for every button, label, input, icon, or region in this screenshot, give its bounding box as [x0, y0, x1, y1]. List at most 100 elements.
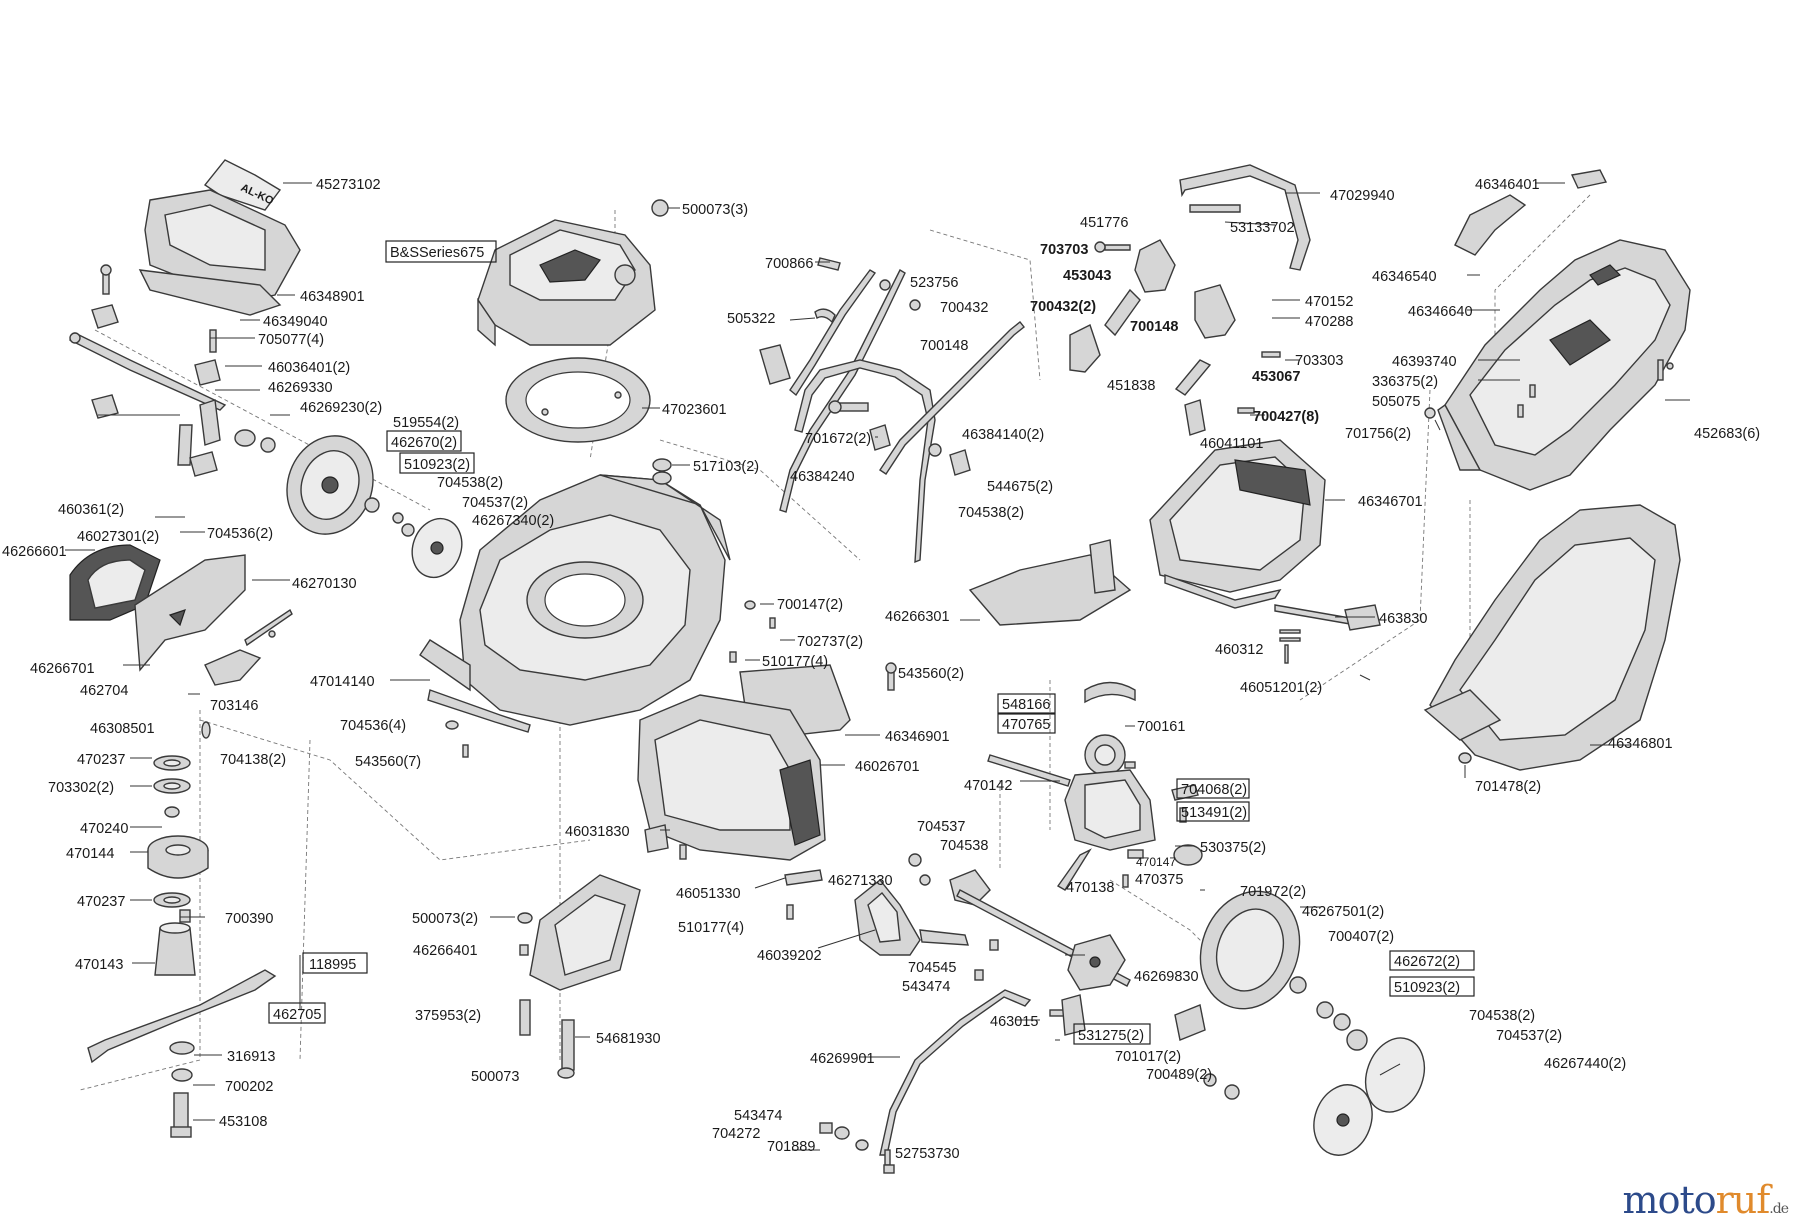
label-704538-mid2: 704538 — [940, 838, 988, 854]
label-701756: 701756(2) — [1345, 426, 1411, 442]
grass-catcher — [1423, 169, 1691, 771]
label-700407: 700407(2) — [1328, 929, 1394, 945]
blade — [87, 969, 277, 1064]
label-46270130: 46270130 — [292, 576, 357, 592]
label-505322: 505322 — [727, 311, 775, 327]
label-46346701: 46346701 — [1358, 494, 1423, 510]
label-700148-right: 700148 — [1130, 319, 1178, 335]
label-463015: 463015 — [990, 1014, 1038, 1030]
grass-box-lid — [1149, 439, 1326, 609]
bail-47029940 — [1179, 164, 1311, 271]
label-47014140: 47014140 — [310, 674, 375, 690]
belt-548166 — [1084, 681, 1136, 704]
label-46266301: 46266301 — [885, 609, 950, 625]
label-700432-2: 700432(2) — [1030, 299, 1096, 315]
assembly-guide-lines — [79, 194, 1591, 1091]
label-500073: 500073 — [471, 1069, 519, 1085]
label-700161: 700161 — [1137, 719, 1185, 735]
label-451838: 451838 — [1107, 378, 1155, 394]
label-470288: 470288 — [1305, 314, 1353, 330]
label-46269901: 46269901 — [810, 1051, 875, 1067]
flap-46308501 — [204, 649, 262, 686]
control-bar — [1069, 164, 1311, 436]
label-boxes — [268, 240, 1475, 1045]
label-462672: 462672(2) — [1394, 954, 1460, 970]
gearbox-assembly — [987, 681, 1203, 891]
label-46051201: 46051201(2) — [1240, 680, 1322, 696]
label-46346640: 46346640 — [1408, 304, 1473, 320]
label-47023601: 47023601 — [662, 402, 727, 418]
handle-cover-46346540 — [1454, 194, 1527, 256]
label-46039202: 46039202 — [757, 948, 822, 964]
top-cover-assembly: AL-KO — [138, 159, 301, 316]
label-543560-7: 543560(7) — [355, 754, 421, 770]
engine-assembly — [477, 199, 669, 443]
label-46031830: 46031830 — [565, 824, 630, 840]
label-453043: 453043 — [1063, 268, 1111, 284]
label-543474-mid: 543474 — [902, 979, 950, 995]
label-375953: 375953(2) — [415, 1008, 481, 1024]
label-46269230: 46269230(2) — [300, 400, 382, 416]
label-700390: 700390 — [225, 911, 273, 927]
label-705077: 705077(4) — [258, 332, 324, 348]
label-46267501: 46267501(2) — [1302, 904, 1384, 920]
label-46346901: 46346901 — [885, 729, 950, 745]
label-704272: 704272 — [712, 1126, 760, 1142]
label-544675: 544675(2) — [987, 479, 1053, 495]
label-701017: 701017(2) — [1115, 1049, 1181, 1065]
label-700432: 700432 — [940, 300, 988, 316]
label-704068: 704068(2) — [1181, 782, 1247, 798]
label-46266601: 46266601 — [2, 544, 67, 560]
bracket-46031830 — [644, 824, 669, 853]
label-46384140: 46384140(2) — [962, 427, 1044, 443]
label-505075: 505075 — [1372, 394, 1420, 410]
label-46027301: 46027301(2) — [77, 529, 159, 545]
label-700427: 700427(8) — [1253, 409, 1319, 425]
label-462704: 462704 — [80, 683, 128, 699]
blade-adapter-stack — [87, 721, 277, 1138]
label-470147: 470147 — [1136, 855, 1176, 869]
leader-lines — [65, 182, 1690, 1151]
label-517103: 517103(2) — [693, 459, 759, 475]
label-701478: 701478(2) — [1475, 779, 1541, 795]
label-470237-top: 470237 — [77, 752, 125, 768]
label-46041101: 46041101 — [1200, 436, 1263, 452]
label-453108: 453108 — [219, 1114, 267, 1130]
label-531275: 531275(2) — [1078, 1028, 1144, 1044]
label-500073-2: 500073(2) — [412, 911, 478, 927]
lower-handle-left-b — [789, 269, 877, 397]
label-700866: 700866 — [765, 256, 813, 272]
label-54681930: 54681930 — [596, 1031, 661, 1047]
label-510177-4b: 510177(4) — [678, 920, 744, 936]
label-510923-left: 510923(2) — [404, 457, 470, 473]
label-52753730: 52753730 — [895, 1146, 960, 1162]
label-46267440: 46267440(2) — [1544, 1056, 1626, 1072]
label-700489: 700489(2) — [1146, 1067, 1212, 1083]
label-700147: 700147(2) — [777, 597, 843, 613]
label-46393740: 46393740 — [1392, 354, 1457, 370]
label-46267340: 46267340(2) — [472, 513, 554, 529]
left-small-parts — [68, 264, 276, 477]
lower-handle-right — [879, 321, 1025, 475]
front-axle-wheels — [854, 853, 1426, 1156]
label-703703: 703703 — [1040, 242, 1088, 258]
label-543560-2: 543560(2) — [898, 666, 964, 682]
label-701889: 701889 — [767, 1139, 815, 1155]
label-46346801: 46346801 — [1608, 736, 1673, 752]
label-47029940: 47029940 — [1330, 188, 1395, 204]
label-703302: 703302(2) — [48, 780, 114, 796]
label-704537-right: 704537(2) — [1496, 1028, 1562, 1044]
label-46266401: 46266401 — [413, 943, 478, 959]
label-704138: 704138(2) — [220, 752, 286, 768]
label-703146: 703146 — [210, 698, 258, 714]
mulch-and-deflector — [69, 544, 293, 686]
mower-deck — [419, 458, 776, 758]
cover-45273102 — [203, 159, 282, 211]
dashboard-46348901 — [138, 269, 282, 316]
label-510177-4: 510177(4) — [762, 654, 828, 670]
watermark-part-b: ruf — [1715, 1178, 1771, 1222]
label-316913: 316913 — [227, 1049, 275, 1065]
label-700202: 700202 — [225, 1079, 273, 1095]
label-704538-right: 704538(2) — [1469, 1008, 1535, 1024]
